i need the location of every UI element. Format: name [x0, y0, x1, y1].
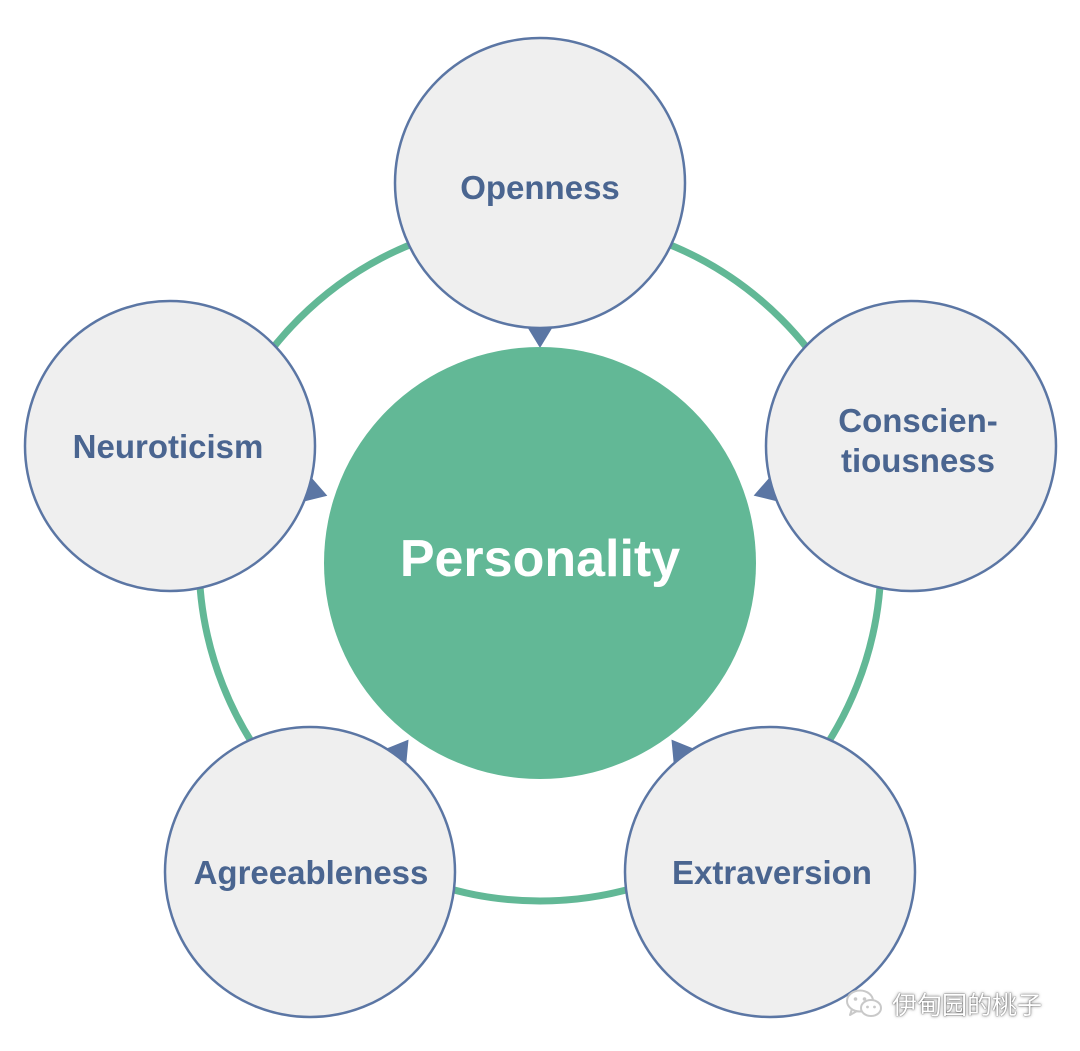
node-circle-openness — [393, 36, 687, 330]
node-label-openness: Openness — [460, 169, 620, 206]
node-label-line-conscientiousness-0: Conscien- — [838, 402, 998, 439]
node-agreeableness: Agreeableness — [163, 725, 457, 1019]
node-label-conscientiousness: Conscien-tiousness — [838, 402, 998, 479]
node-circle-agreeableness — [163, 725, 457, 1019]
wechat-icon — [845, 989, 882, 1017]
node-label-line-extraversion-0: Extraversion — [672, 854, 872, 891]
node-label-line-neuroticism-0: Neuroticism — [73, 428, 264, 465]
center-label: Personality — [400, 530, 680, 588]
node-label-line-openness-0: Openness — [460, 169, 620, 206]
node-circle-conscientiousness — [764, 299, 1058, 593]
node-label-line-agreeableness-0: Agreeableness — [194, 854, 429, 891]
center-circle — [324, 347, 756, 779]
node-label-agreeableness: Agreeableness — [194, 854, 429, 891]
node-label-neuroticism: Neuroticism — [73, 428, 264, 465]
node-label-extraversion: Extraversion — [672, 854, 872, 891]
watermark: 伊甸园的桃子 — [844, 986, 1042, 1022]
node-openness: Openness — [393, 36, 687, 330]
node-extraversion: Extraversion — [623, 725, 917, 1019]
node-neuroticism: Neuroticism — [23, 299, 317, 593]
node-circle-extraversion — [623, 725, 917, 1019]
node-label-line-conscientiousness-1: tiousness — [841, 442, 995, 479]
watermark-text: 伊甸园的桃子 — [891, 991, 1042, 1020]
node-conscientiousness: Conscien-tiousness — [764, 299, 1058, 593]
node-circle-neuroticism — [23, 299, 317, 593]
